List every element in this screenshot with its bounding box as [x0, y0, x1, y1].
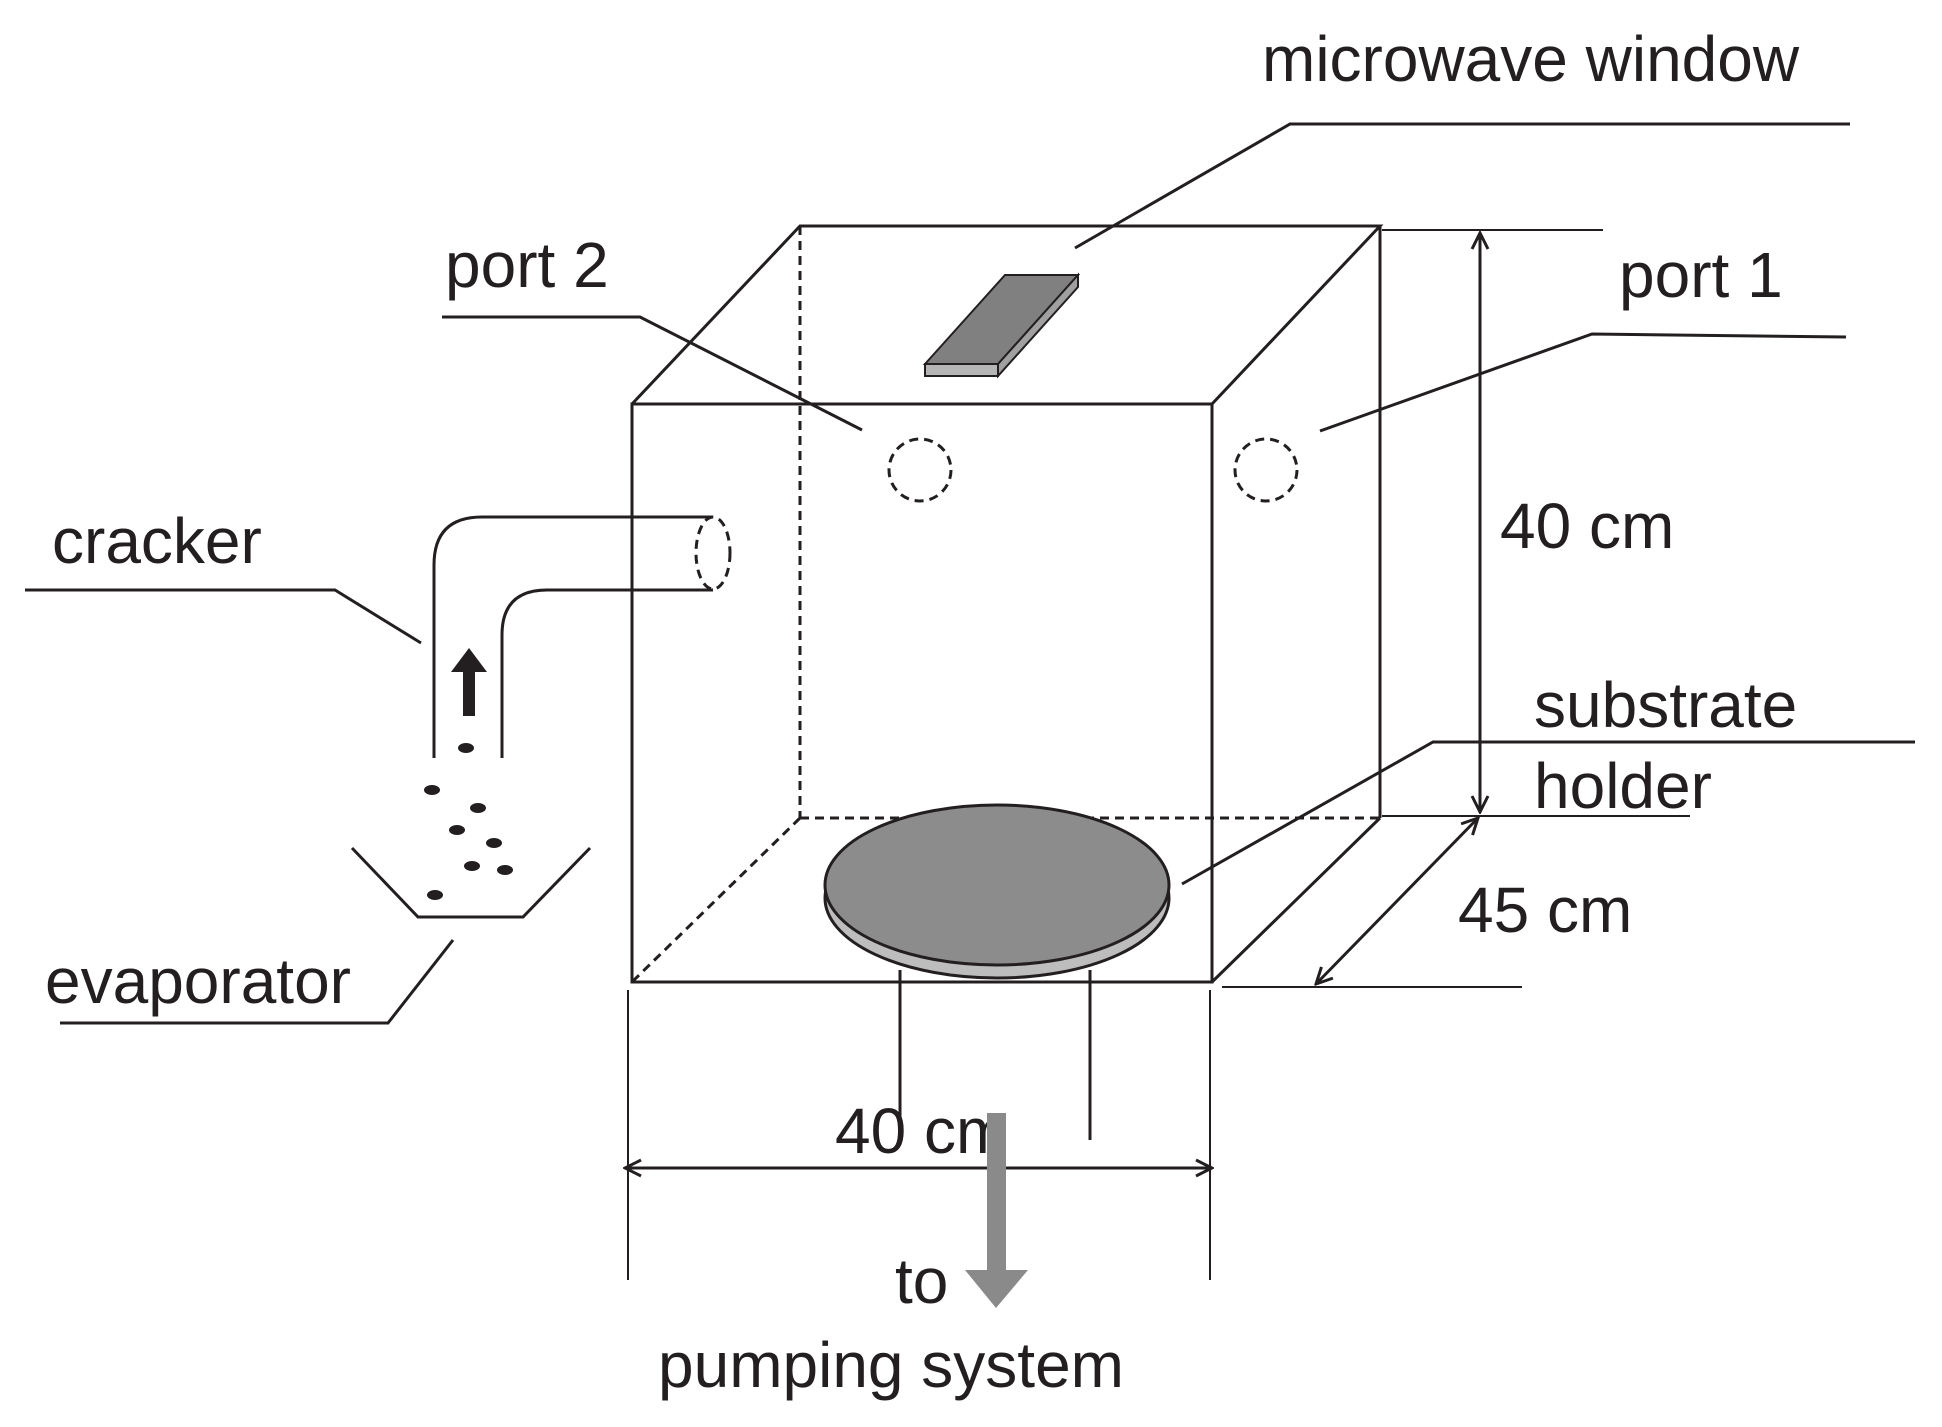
cracker-label: cracker [52, 505, 262, 577]
port-1-label: port 1 [1619, 239, 1783, 311]
chamber-front-face [630, 402, 1214, 984]
depth-dimension-label: 45 cm [1458, 874, 1632, 946]
substrate-holder-shape [823, 803, 1171, 1140]
cracker-tube [432, 515, 732, 758]
hidden-diagonal-edge [630, 816, 802, 984]
pump-arrow [965, 1113, 1028, 1308]
evaporator-label: evaporator [45, 945, 351, 1017]
substrate-holder-label-line2: holder [1534, 750, 1712, 822]
pump-label-line2: pumping system [658, 1329, 1124, 1401]
cracker-tube-opening [694, 515, 732, 591]
cracker-leader [25, 588, 422, 645]
height-dimension-label: 40 cm [1500, 490, 1674, 562]
microwave-window-label: microwave window [1262, 23, 1800, 95]
vapor-flow-arrow [451, 648, 487, 716]
port-2-leader [442, 315, 863, 432]
port-1-leader [1319, 332, 1847, 433]
evaporator-leader [60, 939, 455, 1025]
microwave-window-shape [922, 272, 1081, 379]
port-1-circle [1233, 437, 1299, 503]
chamber-bottom-right-edge [1210, 816, 1382, 984]
evaporator-crucible [350, 846, 592, 919]
width-dimension-label: 40 cm [835, 1095, 1009, 1167]
microwave-window-leader [1074, 122, 1850, 250]
substrate-holder-label-line1: substrate [1534, 669, 1797, 741]
evaporant-particles [424, 743, 513, 900]
substrate-holder-leader [1181, 740, 1915, 886]
pump-label-line1: to [895, 1245, 948, 1317]
depth-dimension-arrow [1316, 818, 1478, 984]
port-2-circle [887, 437, 953, 503]
port-2-label: port 2 [445, 229, 609, 301]
chamber-top-edges [630, 224, 1384, 406]
